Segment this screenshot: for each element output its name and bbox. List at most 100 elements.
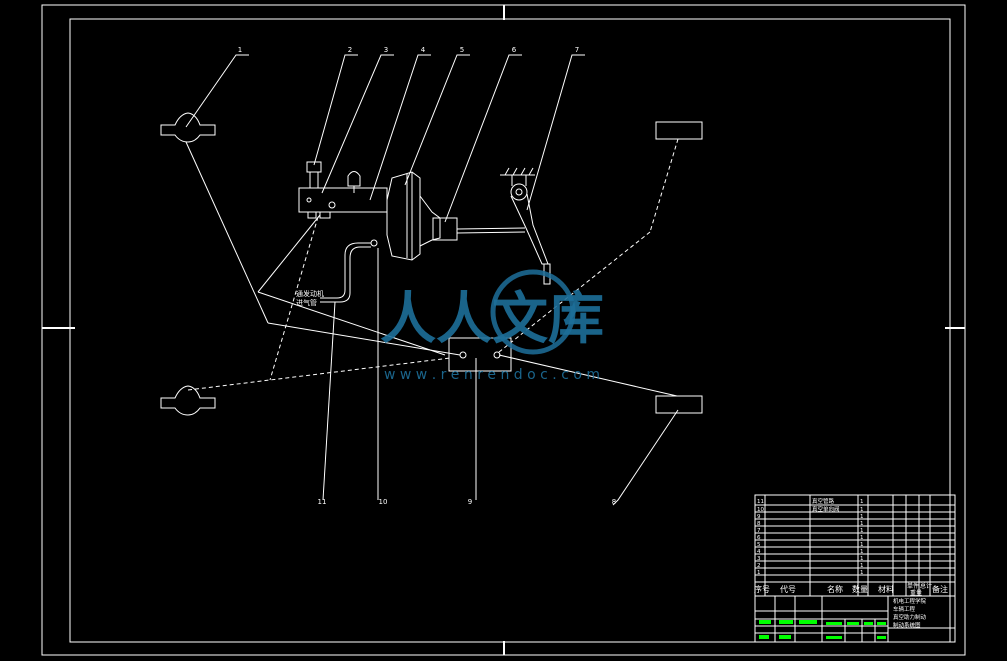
parts-row-qty: 1 (860, 542, 864, 548)
leader-4 (369, 54, 431, 201)
line-front-left-to-module (185, 141, 269, 324)
leader-8 (612, 409, 679, 506)
leader-6 (444, 54, 522, 223)
watermark: 人人文库 w w w . r e n r e n d o c . c o m (380, 269, 604, 383)
inner-border (69, 18, 951, 643)
brake-schematic (160, 112, 703, 416)
line-master-to-junction (257, 214, 321, 293)
pipe-label-line-1: 通发动机 (296, 289, 324, 298)
header-name: 名称 (827, 584, 843, 594)
reservoir-cup-left (306, 161, 322, 173)
project-line-1: 机电工程学院 (893, 597, 927, 605)
dashed-rear-left (187, 357, 451, 391)
wheel-brake-rear-left (160, 385, 216, 416)
master-cylinder (298, 187, 388, 213)
parts-row-no: 2 (757, 563, 761, 569)
parts-row-qty: 1 (860, 528, 864, 534)
parts-row-no: 11 (757, 499, 764, 505)
balloon-label: 6 (512, 46, 517, 54)
header-seq: 序号 (754, 584, 770, 594)
wheel-brake-front-right (655, 121, 703, 140)
parts-row-no: 9 (757, 514, 761, 520)
parts-row-no: 4 (757, 549, 761, 555)
parts-row-qty: 1 (860, 514, 864, 520)
balloon-label: 8 (612, 498, 616, 506)
parts-row-qty: 1 (860, 507, 864, 513)
parts-row-qty: 1 (860, 570, 864, 576)
project-line-2: 车辆工程 (893, 605, 916, 613)
title-block-text: 11 真空管路 1 10 真空单向阀 1 9 1 8 1 7 1 6 1 5 1… (754, 497, 948, 629)
control-module-port-left (459, 351, 467, 359)
watermark-brand: 人人文库 (380, 287, 604, 352)
master-cylinder-port-2 (306, 197, 312, 203)
header-qty: 数量 (852, 584, 868, 594)
watermark-url: w w w . r e n r e n d o c . c o m (384, 367, 600, 383)
booster-check-port (370, 239, 378, 247)
header-code: 代号 (780, 584, 796, 594)
parts-row-no: 3 (757, 556, 761, 562)
parts-row-no: 7 (757, 528, 761, 534)
project-line-4: 制动系统图 (893, 621, 921, 629)
leader-1 (185, 54, 249, 128)
leader-lines (185, 54, 679, 506)
push-rod (456, 227, 526, 230)
master-cylinder-fitting (319, 211, 331, 219)
pedal-hatch (504, 167, 534, 176)
reservoir-cup-right (347, 171, 361, 187)
balloon-label: 5 (460, 46, 464, 54)
push-rod-2 (456, 231, 526, 234)
booster-rear-cone (419, 195, 441, 247)
balloon-label: 2 (348, 46, 352, 54)
pedal-pivot (510, 183, 528, 201)
parts-row-qty: 1 (860, 521, 864, 527)
parts-row-qty: 1 (860, 563, 864, 569)
parts-row-no: 1 (757, 570, 761, 576)
master-cylinder-port (328, 201, 336, 209)
leader-2 (313, 54, 358, 166)
brake-lines (185, 138, 679, 397)
vacuum-booster (386, 171, 421, 261)
title-block-green-marks (759, 620, 886, 639)
balloon-labels: 1 2 3 4 5 6 7 8 9 10 11 (238, 46, 616, 506)
parts-row-qty: 1 (860, 556, 864, 562)
parts-row-no: 5 (757, 542, 761, 548)
header-weight-single: 单件 (907, 582, 919, 590)
balloon-label: 7 (575, 46, 579, 54)
wheel-brake-rear-right (655, 395, 703, 414)
parts-row-no: 10 (757, 507, 764, 513)
line-junction-to-left-rear (257, 291, 446, 356)
dashed-master-to-rear-left (269, 216, 319, 381)
leader-7 (526, 54, 585, 211)
pedal-hanger (511, 175, 527, 186)
balloon-label: 4 (421, 46, 426, 54)
parts-row-qty: 1 (860, 499, 864, 505)
header-weight-total: 总计 (920, 582, 932, 590)
vacuum-pipe-inner (320, 246, 371, 303)
balloon-label: 11 (318, 498, 327, 506)
pedal-arm (510, 193, 549, 265)
dashed-front-right (649, 138, 679, 233)
balloon-label: 1 (238, 46, 242, 54)
control-module (448, 337, 512, 372)
master-cylinder-fitting-2 (307, 211, 317, 219)
header-material: 材料 (878, 584, 894, 594)
parts-row-name: 真空管路 (812, 497, 835, 505)
parts-row-no: 8 (757, 521, 761, 527)
header-weight: 重量 (910, 589, 922, 597)
watermark-logo-ring (490, 269, 576, 355)
wheel-brake-front-left (160, 112, 216, 143)
sheet-borders (41, 4, 966, 656)
pedal-pivot-pin (515, 188, 523, 196)
leader-5 (404, 54, 470, 186)
parts-row-no: 6 (757, 535, 761, 541)
parts-row-qty: 1 (860, 535, 864, 541)
project-line-3: 真空助力制动 (893, 613, 927, 621)
balloon-label: 10 (379, 498, 388, 506)
title-block (754, 494, 956, 643)
reservoir-neck-left (309, 172, 319, 188)
pipe-label: 通发动机 进气管 (296, 289, 324, 307)
leader-3 (321, 54, 394, 194)
header-remark: 备注 (932, 584, 948, 594)
line-module-to-rear-right (498, 354, 678, 397)
